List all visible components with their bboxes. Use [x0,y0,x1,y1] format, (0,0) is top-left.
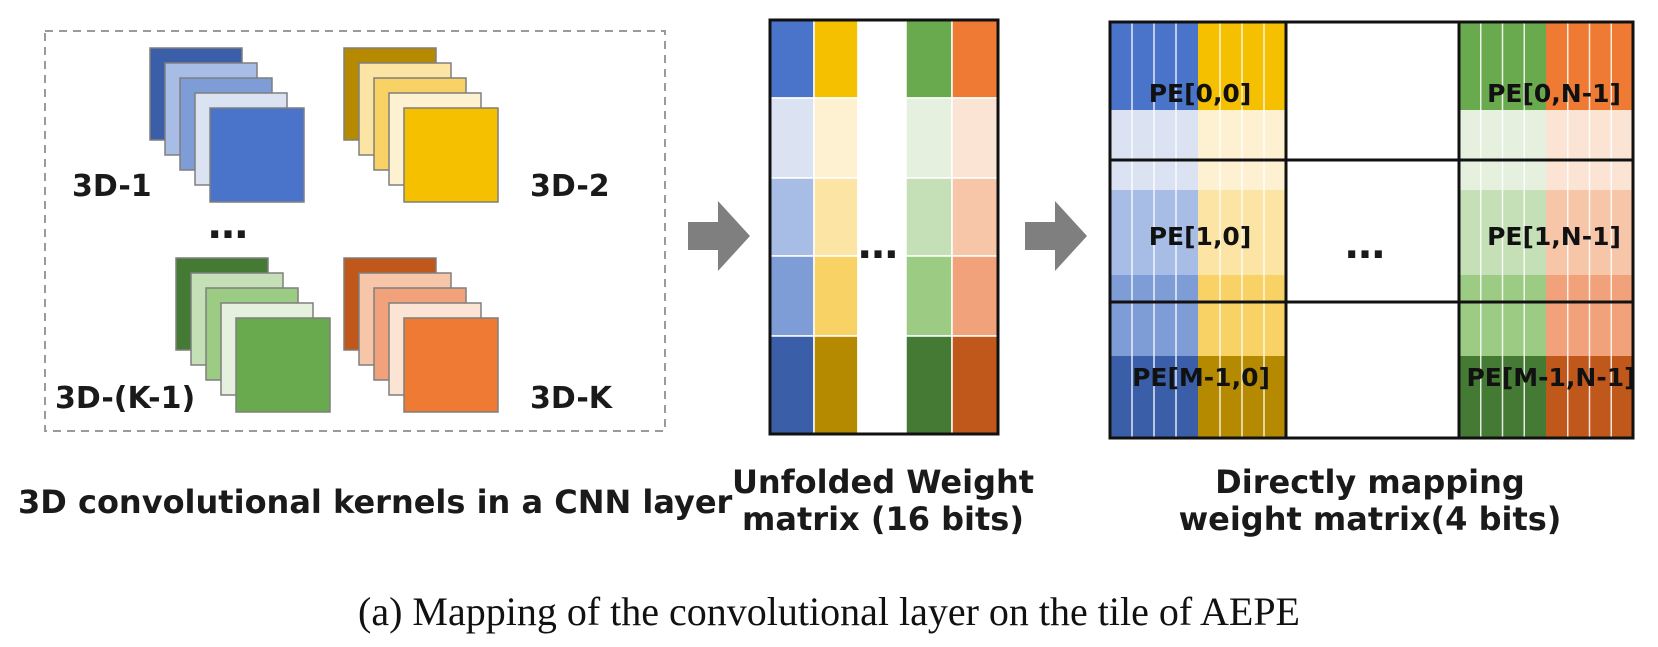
mapping-matrix-cells [1110,22,1633,438]
unfolded-matrix-cells [769,19,999,435]
unfolded-cell [905,335,953,435]
kernel-stack-3d-2 [343,47,499,203]
unfolded-cell [905,177,953,257]
unfolded-cell [769,177,815,257]
unfolded-title-line2: matrix (16 bits) [742,500,1024,538]
kernel-label-3d-k-minus-1: 3D-(K-1) [55,381,195,416]
kernel-label-3d-1: 3D-1 [72,169,152,204]
unfolded-cell [769,97,815,179]
mapping-title-line2: weight matrix(4 bits) [1179,500,1562,538]
unfolded-ellipsis: … [858,222,898,268]
unfolded-cell [951,255,999,337]
unfolded-matrix-border [768,18,1000,436]
kernel-label-3d-2: 3D-2 [530,169,610,204]
unfolded-cell [905,97,953,179]
pe-label-1-0: PE[1,0] [1149,222,1252,251]
unfolded-cell [769,255,815,337]
mapping-blank-column [1286,22,1459,438]
figure-caption: (a) Mapping of the convolutional layer o… [358,589,1300,634]
kernel-stack-3d-k-minus-1 [175,257,331,413]
unfolded-cell [857,19,907,99]
kernel-label-3d-k: 3D-K [530,381,614,416]
unfolded-cell [905,255,953,337]
unfolded-title-line1: Unfolded Weight [732,463,1034,501]
unfolded-cell [769,335,815,435]
pe-label-0-0: PE[0,0] [1149,79,1252,108]
unfolded-cell [813,97,859,179]
unfolded-cell [857,335,907,435]
unfolded-cell [951,19,999,99]
mapping-matrix-border [1108,20,1635,440]
unfolded-cell [813,177,859,257]
unfolded-weight-matrix: … [768,18,1000,436]
unfolded-cell [857,97,907,179]
mapping-title-line1: Directly mapping [1215,463,1525,501]
kernels-title: 3D convolutional kernels in a CNN layer [18,483,733,521]
kernel-stack-3d-k [343,257,499,413]
unfolded-cell [769,19,815,99]
unfolded-cell [813,335,859,435]
pe-label-1-n-1: PE[1,N-1] [1487,222,1621,251]
kernel-3d-1-layer-5 [209,107,305,203]
unfolded-cell [905,19,953,99]
unfolded-cell [857,255,907,337]
unfolded-cell [857,177,907,257]
kernel-3d-k-minus-1-layer-5 [235,317,331,413]
arrow-right-icon [1025,201,1087,271]
unfolded-cell [951,177,999,257]
kernel-3d-2-layer-5 [403,107,499,203]
unfolded-cell [951,97,999,179]
mapping-matrix-grid [1108,20,1635,440]
kernels-ellipsis: … [208,202,248,248]
unfolded-cell [951,335,999,435]
mapping-ellipsis: … [1345,222,1385,268]
pe-label-0-n-1: PE[0,N-1] [1487,79,1621,108]
kernels-panel: 3D-1 3D-2 3D-(K-1) 3D-K … [44,30,666,432]
kernels-panel-border [44,30,666,432]
unfolded-cell [813,255,859,337]
kernel-3d-k-layer-5 [403,317,499,413]
kernel-stack-3d-1 [149,47,305,203]
arrow-right-icon [688,201,750,271]
pe-label-m-1-n-1: PE[M-1,N-1] [1466,363,1635,392]
pe-label-m-1-0: PE[M-1,0] [1132,363,1270,392]
mapping-matrix: PE[0,0] PE[0,N-1] PE[1,0] PE[1,N-1] PE[M… [1108,20,1636,440]
unfolded-cell [813,19,859,99]
